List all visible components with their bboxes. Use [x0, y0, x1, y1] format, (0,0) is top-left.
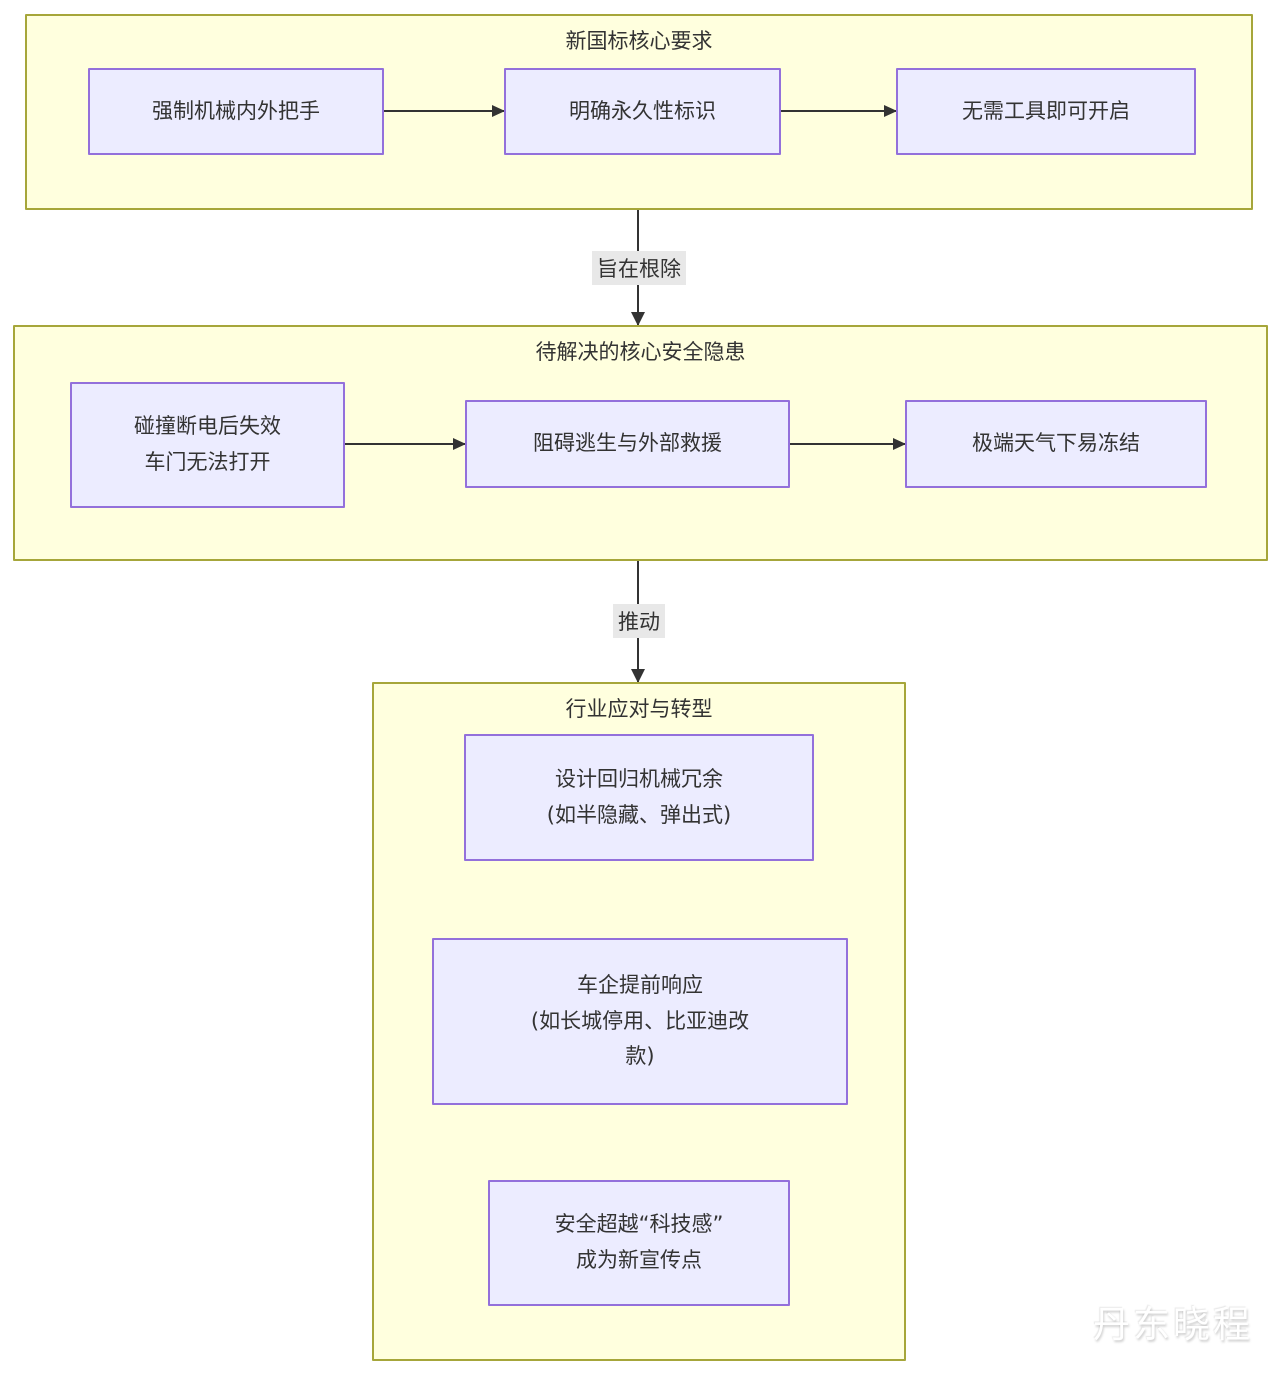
node-text: 安全超越“科技感” [554, 1212, 724, 1237]
node-power-loss-door-failure: 碰撞断电后失效 车门无法打开 [70, 382, 345, 508]
node-text: 无需工具即可开启 [962, 98, 1130, 123]
node-text: (如长城停用、比亚迪改 [530, 1008, 750, 1033]
node-text: 成为新宣传点 [576, 1248, 702, 1272]
section-title-industry-response: 行业应对与转型 [565, 697, 713, 721]
node-text: 设计回归机械冗余 [555, 766, 723, 791]
section-title-new-standard: 新国标核心要求 [565, 29, 713, 53]
arrowhead-icon [631, 669, 645, 683]
node-text: 强制机械内外把手 [152, 98, 320, 123]
node-text: 极端天气下易冻结 [972, 431, 1140, 456]
arrowhead-icon [453, 438, 466, 450]
edge-label-eradicate: 旨在根除 [592, 251, 686, 285]
arrowhead-icon [884, 105, 897, 117]
node-text: 车门无法打开 [144, 450, 271, 474]
node-automaker-early-response: 车企提前响应 (如长城停用、比亚迪改 款) [432, 938, 848, 1105]
node-blocks-escape-and-rescue: 阻碍逃生与外部救援 [465, 400, 790, 488]
node-mandatory-mechanical-handles: 强制机械内外把手 [88, 68, 384, 155]
node-permanent-marking: 明确永久性标识 [504, 68, 781, 155]
arrowhead-icon [893, 438, 906, 450]
arrow-marking-to-no-tools [781, 105, 897, 117]
arrow-escape-to-freezing [790, 438, 906, 450]
node-text: 明确永久性标识 [569, 98, 716, 123]
node-freezes-in-extreme-weather: 极端天气下易冻结 [905, 400, 1207, 488]
arrow-handles-to-marking [384, 105, 505, 117]
node-text: 碰撞断电后失效 [134, 414, 281, 439]
node-text: 阻碍逃生与外部救援 [533, 431, 722, 456]
watermark-text: 丹东晓程 [1093, 1303, 1253, 1346]
arrowhead-icon [631, 312, 645, 326]
node-text: (如半隐藏、弹出式) [546, 802, 732, 827]
arrowhead-icon [492, 105, 505, 117]
node-safety-as-new-selling-point: 安全超越“科技感” 成为新宣传点 [488, 1180, 790, 1306]
arrow-failure-to-escape [345, 438, 466, 450]
edge-label-promote: 推动 [613, 604, 665, 638]
node-text: 款) [625, 1044, 655, 1069]
section-title-safety-hazards: 待解决的核心安全隐患 [535, 340, 746, 364]
node-mechanical-redundancy-design: 设计回归机械冗余 (如半隐藏、弹出式) [464, 734, 814, 861]
node-text: 车企提前响应 [577, 972, 703, 997]
node-open-without-tools: 无需工具即可开启 [896, 68, 1196, 155]
